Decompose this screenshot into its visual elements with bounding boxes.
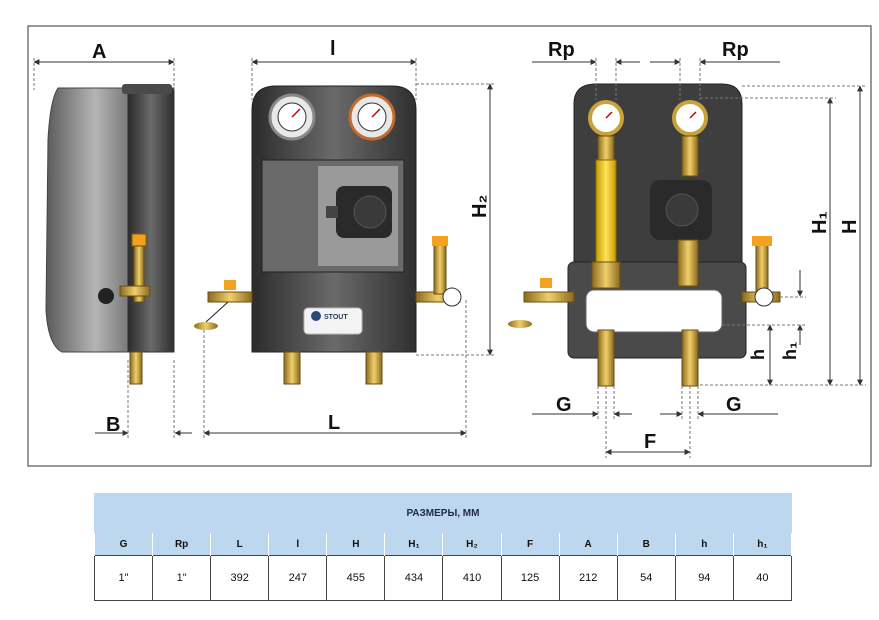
value-cell: 1" (152, 555, 212, 601)
dim-label-h1-small: h₁ (780, 342, 800, 360)
value-cell: 125 (500, 555, 560, 601)
dim-label-h2: H₂ (469, 195, 491, 218)
header-cell: H (326, 532, 386, 556)
value-cell: 94 (674, 555, 734, 601)
header-cell: A (558, 532, 618, 556)
header-cell: h (674, 532, 734, 556)
dim-label-L: L (328, 412, 340, 434)
dim-label-h: h (748, 349, 768, 360)
header-cell: H₂ (442, 532, 502, 556)
dimension-drawing: STOUT (27, 25, 872, 467)
value-cell: 212 (558, 555, 618, 601)
table-row: 1" 1" 392 247 455 434 410 125 212 54 94 … (93, 555, 793, 601)
value-cell: 247 (268, 555, 328, 601)
dim-label-F: F (644, 431, 656, 453)
brand-badge: STOUT (324, 314, 348, 321)
value-cell: 54 (616, 555, 676, 601)
dim-label-g-right: G (726, 394, 742, 416)
value-cell: 392 (210, 555, 270, 601)
front-view: STOUT (194, 58, 496, 440)
header-cell: B (616, 532, 676, 556)
value-cell: 1" (93, 555, 154, 601)
dim-label-A: A (92, 41, 106, 63)
dim-label-rp-right: Rp (722, 39, 749, 61)
value-cell: 410 (442, 555, 502, 601)
header-cell: h₁ (732, 532, 793, 556)
header-cell: l (268, 532, 328, 556)
drawing-frame (27, 25, 872, 467)
header-cell: G (93, 532, 154, 556)
header-cell: H₁ (384, 532, 444, 556)
dim-label-H: H (839, 220, 861, 234)
value-cell: 434 (384, 555, 444, 601)
dim-label-g-left: G (556, 394, 572, 416)
dim-label-l: l (330, 38, 336, 60)
value-cell: 40 (732, 555, 793, 601)
table-caption: РАЗМЕРЫ, ММ (94, 493, 792, 533)
header-cell: L (210, 532, 270, 556)
dimensions-table: РАЗМЕРЫ, ММ G Rp L l H H₁ H₂ F A B h h₁ … (93, 493, 793, 601)
dim-label-rp-left: Rp (548, 39, 575, 61)
open-view (508, 58, 866, 458)
side-view (33, 58, 192, 440)
header-cell: F (500, 532, 560, 556)
value-cell: 455 (326, 555, 386, 601)
header-cell: Rp (152, 532, 212, 556)
dim-label-h1: H₁ (809, 211, 831, 234)
table-header-row: G Rp L l H H₁ H₂ F A B h h₁ (93, 532, 793, 556)
dim-label-B: B (106, 414, 120, 436)
